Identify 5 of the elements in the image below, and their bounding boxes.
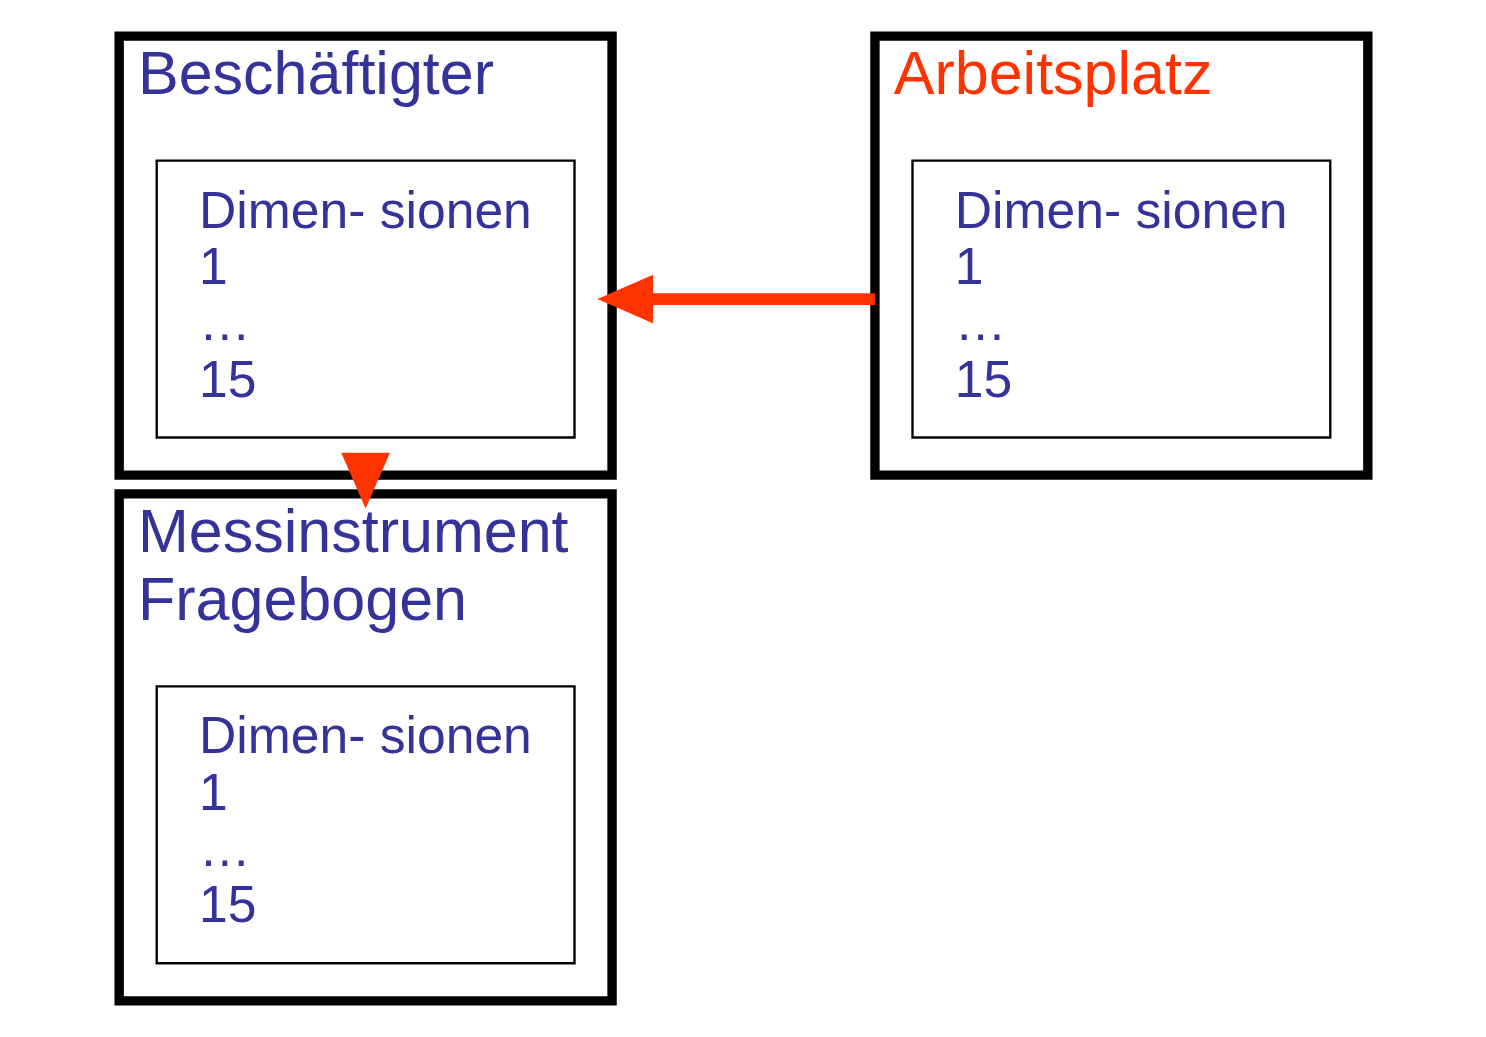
arrow [596,274,875,324]
arrow [340,452,390,509]
node-box: Dimen- sionen 1 … 15 [155,159,576,439]
node-box: Dimen- sionen 1 … 15 [155,685,576,965]
node-box: Dimen- sionen 1 … 15 [910,159,1331,439]
